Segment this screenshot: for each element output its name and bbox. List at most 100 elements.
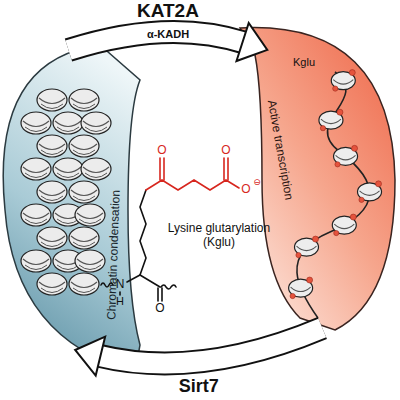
nucleosome [75, 204, 105, 226]
dna-wrap [333, 80, 353, 85]
nucleosome [21, 250, 51, 272]
bond [127, 275, 140, 282]
arrow-body [98, 328, 322, 363]
dna-wrap [39, 236, 65, 242]
arrow-head [236, 23, 267, 61]
nucleosome [53, 158, 83, 180]
dna-wrap [57, 127, 79, 132]
dna-wrap [291, 287, 311, 292]
band-label: Active transcription [265, 99, 296, 201]
dna-wrap [23, 167, 49, 173]
dna-wrap [79, 265, 101, 270]
open-chromatin [289, 70, 382, 299]
bond [161, 288, 163, 301]
condensation-band [3, 45, 140, 372]
enzyme-name: KAT2A [137, 0, 199, 22]
condensed-chromatin [21, 89, 111, 295]
dna-wrap [71, 282, 97, 288]
nucleosome [69, 89, 99, 111]
kglu-mark [313, 236, 319, 242]
kglu-mark [349, 70, 355, 76]
bond [163, 158, 165, 180]
bond [157, 288, 159, 301]
dna-wrap [73, 150, 95, 155]
nucleosome [37, 89, 67, 111]
kglu-mark [350, 214, 356, 220]
atom-label: O [221, 144, 230, 158]
transcription-band: Active transcription [262, 28, 396, 328]
dna-wrap [41, 150, 63, 155]
dna-wrap [83, 121, 109, 127]
glutaryl-chain [146, 180, 239, 190]
transcription-band [240, 28, 395, 330]
nucleosome [37, 273, 67, 295]
nucleosome [53, 112, 83, 134]
dna-wrap [55, 167, 81, 173]
nucleosome [69, 273, 99, 295]
curved-arrow [75, 328, 322, 376]
atom-label: H [116, 295, 124, 308]
bond [140, 275, 160, 287]
kglu-mark [335, 162, 340, 167]
bond [159, 158, 161, 180]
dna-wrap [39, 144, 65, 150]
nucleosome [69, 227, 99, 249]
dna-wrap [71, 190, 97, 196]
nucleosome [75, 250, 105, 272]
dna-wrap [39, 98, 65, 104]
nucleosome [37, 181, 67, 203]
dna-wrap [55, 121, 81, 127]
dna-wrap [41, 242, 63, 247]
condensation-band: Chromatin condensation [2, 50, 135, 350]
kglu-mark [334, 230, 339, 235]
atom-label: O [157, 144, 166, 158]
dna-wrap [23, 213, 49, 219]
dna-wrap [79, 219, 101, 224]
nucleosome [21, 204, 51, 226]
dna-wrap [41, 196, 63, 201]
bond [227, 158, 229, 180]
dna-wrap [71, 144, 97, 150]
kglu-mark [333, 86, 338, 91]
atom-label: O [241, 183, 250, 197]
dna-wrap [25, 219, 47, 224]
curved-arrow [69, 23, 268, 61]
dna-wrap [39, 282, 65, 288]
dna-wrap [73, 196, 95, 201]
mark-label: Kglu [293, 56, 315, 69]
dna-wrap [334, 224, 354, 229]
dna-wrap [83, 167, 109, 173]
dna-wrap [39, 190, 65, 196]
dna-wrap [73, 242, 95, 247]
enzyme-label: α-KADH [147, 28, 189, 41]
kglu-mark [296, 252, 301, 257]
kglu-mark [359, 197, 364, 202]
dna-wrap [57, 173, 79, 178]
dna-wrap [77, 259, 103, 265]
kglu-mark [290, 293, 295, 298]
dna-wrap [321, 119, 341, 124]
dna-wrap [85, 127, 107, 132]
dna-wrap [41, 104, 63, 109]
arrow-head [75, 337, 105, 376]
dna-wrap [23, 259, 49, 265]
atom-label: N [116, 278, 125, 292]
nucleosome [81, 112, 111, 134]
dna-wrap [41, 288, 63, 293]
nucleosome [69, 135, 99, 157]
dna-wrap [71, 236, 97, 242]
dna-wrap [73, 104, 95, 109]
dna-wrap [77, 213, 103, 219]
kglu-mark [337, 109, 343, 115]
lysine-side-chain [140, 190, 146, 275]
dna-wrap [297, 246, 317, 251]
nucleosome [81, 158, 111, 180]
dna-wrap [85, 173, 107, 178]
dna-wrap [71, 98, 97, 104]
bond [119, 292, 121, 295]
kglu-mark [376, 181, 382, 187]
dna-wrap [25, 173, 47, 178]
glutaryl-group [146, 158, 239, 190]
